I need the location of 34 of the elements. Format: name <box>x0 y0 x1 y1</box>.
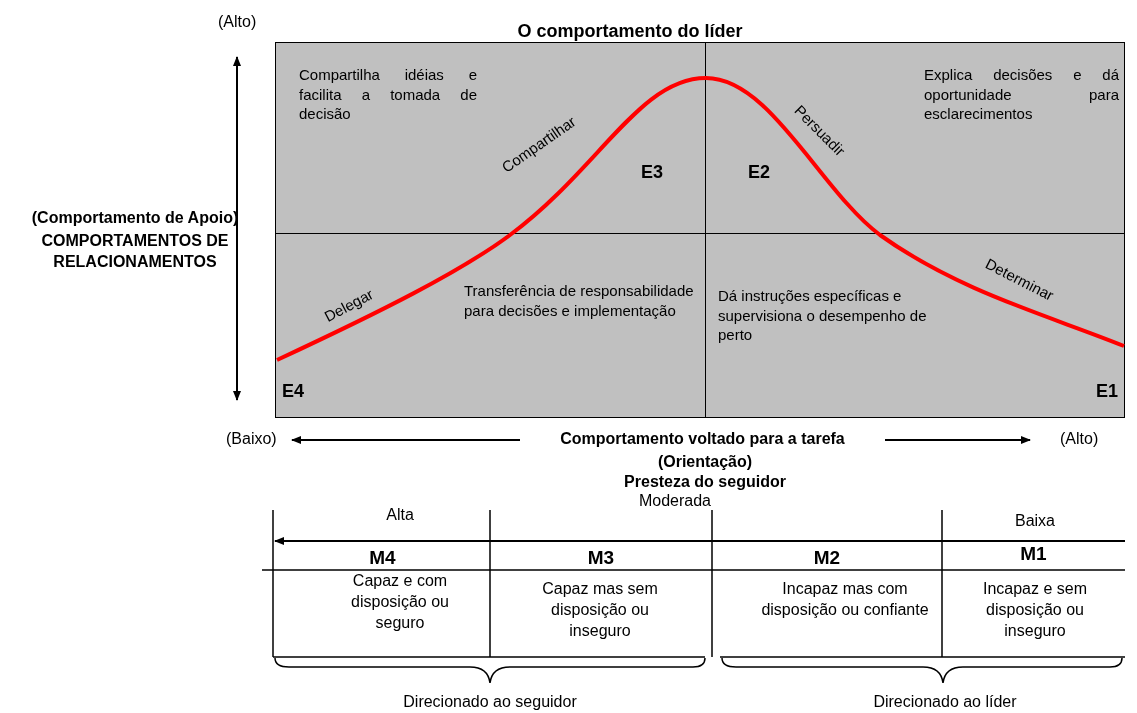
axis-title: (Orientação) <box>656 452 754 472</box>
maturity-code: M2 <box>812 546 842 570</box>
quadrant-description: Transferência de responsabilidade para decisões e implementação <box>464 281 695 320</box>
quadrant-panel <box>705 233 1125 418</box>
scale-label: Baixa <box>1014 511 1056 531</box>
scale-title: Presteza do seguidor <box>623 472 787 492</box>
scale-label: Moderada <box>637 491 712 511</box>
maturity-code: M4 <box>368 546 397 570</box>
maturity-code: M3 <box>586 546 616 570</box>
style-code: E2 <box>748 161 771 184</box>
maturity-description: Capaz mas sem disposição ou inseguro <box>541 579 659 641</box>
bracket-label: Direcionado ao seguidor <box>402 692 578 712</box>
scale-label: Alta <box>385 505 415 525</box>
bracket-label: Direcionado ao líder <box>872 692 1018 712</box>
style-code: E4 <box>282 380 305 403</box>
quadrant-description: Explica decisões e dá oportunidade para esclarecimentos <box>924 65 1119 124</box>
maturity-description: Capaz e com disposição ou seguro <box>350 571 450 633</box>
quadrant-description: Dá instruções específicas e supervisiona o desempenho de perto <box>718 286 928 345</box>
quadrant-panel <box>275 42 706 234</box>
style-code: E3 <box>641 161 664 184</box>
axis-label: (Alto) <box>218 12 257 32</box>
maturity-description: Incapaz mas com disposição ou confiante <box>760 579 930 620</box>
axis-title: Comportamento voltado para a tarefa <box>559 429 846 449</box>
chart-title: O comportamento do líder <box>516 20 744 43</box>
maturity-code: M1 <box>1019 542 1048 566</box>
axis-title: (Comportamento de Apoio) <box>30 208 240 228</box>
quadrant-panel <box>705 42 1125 234</box>
axis-label: (Baixo) <box>226 429 277 449</box>
quadrant-panel <box>275 233 706 418</box>
axis-label: (Alto) <box>1060 429 1099 449</box>
quadrant-description: Compartilha idéias e facilita a tomada de decisão <box>299 65 477 124</box>
axis-title: COMPORTAMENTOS DE RELACIONAMENTOS <box>40 231 230 272</box>
maturity-description: Incapaz e sem disposição ou inseguro <box>981 579 1089 641</box>
style-code: E1 <box>1096 380 1119 403</box>
